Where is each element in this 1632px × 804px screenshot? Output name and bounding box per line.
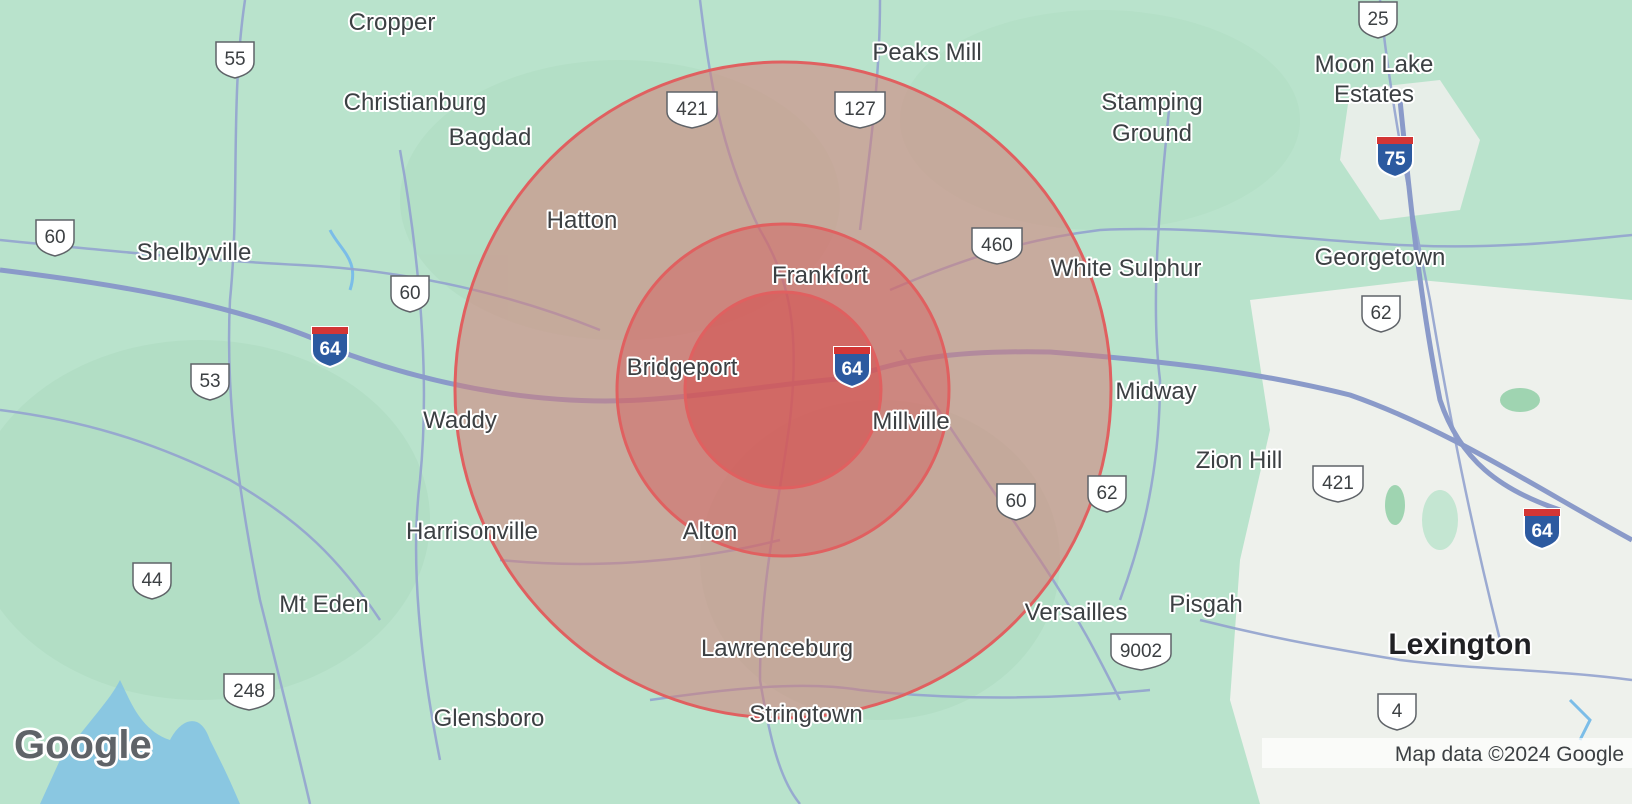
- place-label: Hatton: [547, 207, 618, 234]
- svg-text:64: 64: [319, 339, 341, 360]
- radius-ring-middle: [615, 222, 951, 558]
- route-shield: 421: [666, 91, 718, 129]
- place-label: Lexington: [1388, 628, 1531, 661]
- route-shield: 60: [35, 219, 75, 257]
- water-features: [40, 229, 1592, 804]
- svg-text:4: 4: [1392, 701, 1403, 722]
- route-shields: 25 55 421 127 75 60 460 60 62 64 64 53 4…: [35, 1, 1561, 731]
- route-shield: 64: [833, 346, 871, 389]
- svg-text:62: 62: [1096, 483, 1117, 504]
- place-label: Lawrenceburg: [701, 635, 853, 662]
- route-shield: 62: [1087, 475, 1127, 513]
- route-shield: 25: [1358, 1, 1398, 39]
- svg-text:9002: 9002: [1120, 641, 1162, 662]
- place-label: Estates: [1334, 81, 1414, 108]
- route-shield: 64: [311, 326, 349, 369]
- attribution-bg: [1262, 738, 1632, 768]
- route-shield: 9002: [1110, 633, 1172, 671]
- place-label: Alton: [683, 518, 738, 545]
- svg-text:248: 248: [233, 681, 265, 702]
- place-label: Pisgah: [1169, 591, 1242, 618]
- svg-text:25: 25: [1367, 9, 1388, 30]
- place-label: Millville: [872, 408, 949, 435]
- svg-text:75: 75: [1384, 149, 1406, 170]
- place-label: Christianburg: [344, 89, 487, 116]
- route-shield: 460: [971, 227, 1023, 265]
- place-label: Shelbyville: [137, 239, 252, 266]
- place-label: Stringtown: [749, 701, 862, 728]
- place-label: Ground: [1112, 120, 1192, 147]
- route-shield: 60: [390, 275, 430, 313]
- place-label: Frankfort: [772, 262, 868, 289]
- svg-text:64: 64: [841, 359, 863, 380]
- place-label: Glensboro: [434, 705, 545, 732]
- place-label: Cropper: [349, 9, 436, 36]
- place-labels: Cropper Peaks Mill Moon Lake Estates Chr…: [135, 7, 1534, 734]
- svg-text:55: 55: [224, 49, 245, 70]
- place-label: Peaks Mill: [872, 39, 981, 66]
- svg-text:64: 64: [1531, 521, 1553, 542]
- svg-text:53: 53: [199, 371, 220, 392]
- route-shield: 60: [996, 483, 1036, 521]
- radius-ring-inner: [683, 290, 883, 490]
- route-shield: 127: [834, 91, 886, 129]
- place-label: Georgetown: [1315, 244, 1446, 271]
- route-shield: 44: [132, 562, 172, 600]
- map-attribution[interactable]: Map data ©2024 Google: [1395, 743, 1624, 766]
- radius-rings: [453, 60, 1113, 720]
- place-label: Mt Eden: [279, 591, 368, 618]
- google-logo: Google: [14, 723, 152, 767]
- place-label: Bagdad: [449, 124, 532, 151]
- svg-text:60: 60: [1005, 491, 1026, 512]
- place-label: Waddy: [423, 407, 497, 434]
- svg-text:460: 460: [981, 235, 1013, 256]
- route-shield: 64: [1523, 508, 1561, 551]
- place-label: White Sulphur: [1051, 255, 1202, 282]
- place-label: Zion Hill: [1196, 447, 1283, 474]
- place-label: Harrisonville: [406, 518, 538, 545]
- place-label: Midway: [1115, 378, 1196, 405]
- route-shield: 421: [1312, 465, 1364, 503]
- svg-text:62: 62: [1370, 303, 1391, 324]
- svg-text:421: 421: [1322, 473, 1354, 494]
- place-label: Moon Lake: [1315, 51, 1434, 78]
- svg-text:60: 60: [44, 227, 65, 248]
- place-label: Bridgeport: [627, 354, 738, 381]
- route-shield: 75: [1376, 136, 1414, 179]
- svg-text:60: 60: [399, 283, 420, 304]
- svg-text:127: 127: [844, 99, 876, 120]
- place-label: Versailles: [1025, 599, 1128, 626]
- place-label: Stamping: [1101, 89, 1202, 116]
- route-shield: 248: [223, 673, 275, 711]
- route-shield: 62: [1361, 295, 1401, 333]
- radius-ring-outer: [453, 60, 1113, 720]
- svg-text:421: 421: [676, 99, 708, 120]
- urban-area-lexington: [1230, 80, 1632, 804]
- route-shield: 4: [1377, 693, 1417, 731]
- svg-text:44: 44: [141, 570, 163, 591]
- route-shield: 53: [190, 363, 230, 401]
- route-shield: 55: [215, 41, 255, 79]
